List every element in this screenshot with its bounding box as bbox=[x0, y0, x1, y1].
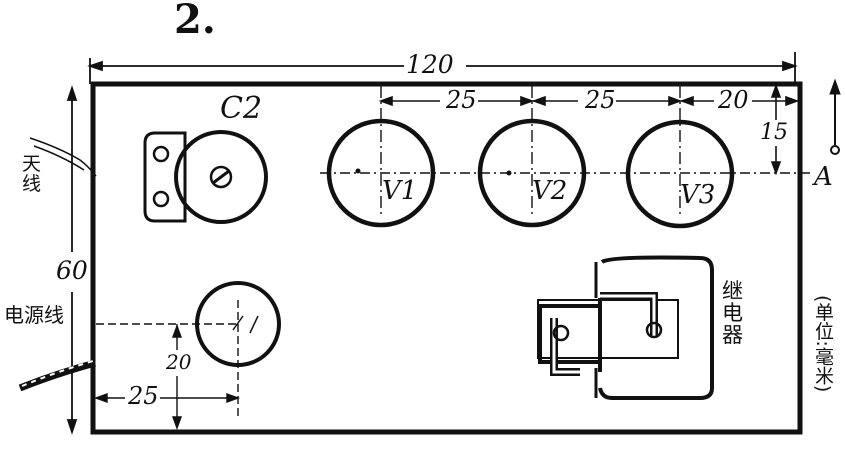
dim-switch-x-label: 25 bbox=[128, 382, 159, 410]
relay bbox=[537, 255, 714, 400]
power-cord-label: 电源线 bbox=[4, 303, 64, 327]
tube-label-v3: V3 bbox=[680, 180, 716, 210]
dim-top-offset-label: 15 bbox=[760, 120, 788, 145]
point-a-marker bbox=[829, 78, 841, 155]
antenna-lead bbox=[29, 137, 97, 177]
chassis-outline bbox=[90, 81, 803, 435]
tube-socket-v3 bbox=[625, 119, 735, 229]
dim-switch-y-label: 20 bbox=[166, 350, 192, 374]
tube-label-v2: V2 bbox=[532, 176, 568, 206]
relay-label: 继电器 bbox=[722, 279, 743, 348]
dim-lines-switch bbox=[93, 300, 241, 431]
capacitor-label: C2 bbox=[220, 91, 263, 126]
capacitor-c2 bbox=[143, 130, 268, 224]
dim-line-width bbox=[87, 52, 798, 84]
dim-spacing-label-1: 25 bbox=[446, 86, 477, 114]
dim-line-height bbox=[66, 85, 78, 435]
figure-number: 2. bbox=[174, 0, 216, 43]
dim-spacing-label-2: 25 bbox=[585, 86, 616, 114]
antenna-label: 天线 bbox=[22, 153, 42, 195]
tube-label-v1: V1 bbox=[382, 176, 418, 206]
dim-lines-spacing bbox=[378, 83, 800, 176]
point-a-label: A bbox=[814, 162, 833, 192]
dim-width-label: 120 bbox=[406, 50, 454, 79]
unit-label: (单位:毫米) bbox=[811, 295, 834, 393]
dim-edge-label: 20 bbox=[718, 86, 749, 114]
tube-centerlines bbox=[320, 86, 810, 218]
dim-height-label: 60 bbox=[56, 256, 88, 285]
power-cord bbox=[18, 359, 96, 392]
